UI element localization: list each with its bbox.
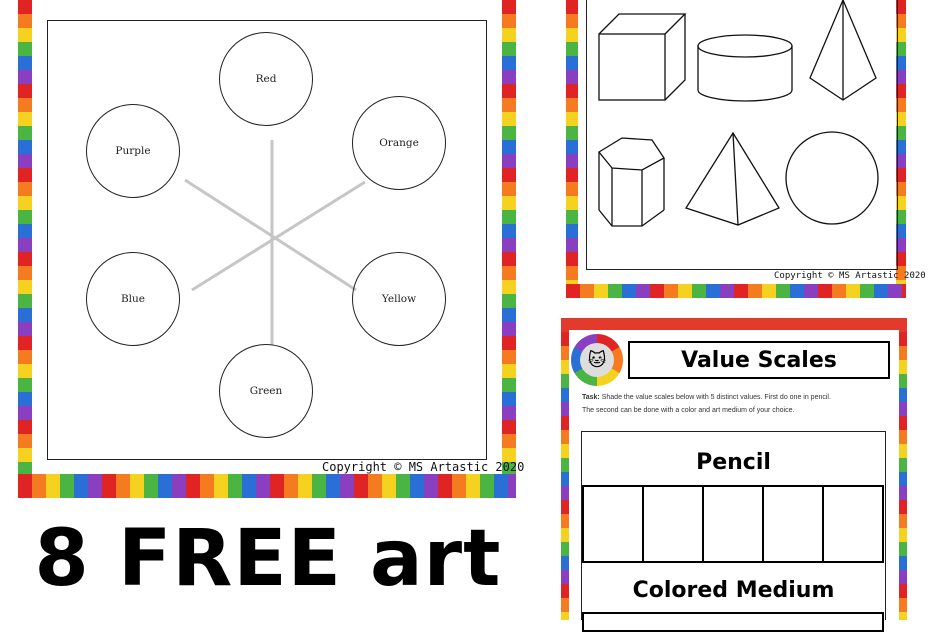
value-cell-2[interactable] <box>644 487 704 561</box>
shapes-frame <box>586 0 898 270</box>
color-circle-blue[interactable]: Blue <box>86 252 180 346</box>
color-label-blue: Blue <box>120 293 146 305</box>
ms-artastic-logo: 🐱 <box>571 334 623 386</box>
color-label-red: Red <box>255 73 277 85</box>
color-wheel-frame <box>47 20 487 460</box>
value-scales-title: Value Scales <box>628 341 890 379</box>
color-label-green: Green <box>249 385 283 397</box>
section-colored-medium: Colored Medium <box>632 578 835 603</box>
bottom-border <box>18 474 516 498</box>
value-scales-frame <box>581 431 886 620</box>
color-label-orange: Orange <box>379 137 419 149</box>
color-circle-red[interactable]: Red <box>219 32 313 126</box>
task-instructions: Task: Shade the value scales below with … <box>582 394 831 414</box>
color-wheel-copyright: Copyright © MS Artastic 2020 <box>322 460 525 474</box>
value-cell-3[interactable] <box>704 487 764 561</box>
shapes-bottom-border <box>566 284 906 298</box>
logo-cat-icon: 🐱 <box>580 343 614 377</box>
section-pencil: Pencil <box>696 450 771 475</box>
value-cell-5[interactable] <box>824 487 882 561</box>
pencil-value-scale[interactable] <box>582 485 884 563</box>
color-circle-orange[interactable]: Orange <box>352 96 446 190</box>
colored-value-scale[interactable] <box>582 612 884 632</box>
value-cell-1[interactable] <box>584 487 644 561</box>
value-cell-4[interactable] <box>764 487 824 561</box>
color-circle-yellow[interactable]: Yellow <box>352 252 446 346</box>
color-label-yellow: Yellow <box>381 293 417 305</box>
shapes-copyright: Copyright © MS Artastic 2020 <box>774 271 926 281</box>
color-circle-green[interactable]: Green <box>219 344 313 438</box>
color-label-purple: Purple <box>115 145 151 157</box>
color-circle-purple[interactable]: Purple <box>86 104 180 198</box>
headline: 8 FREE art <box>34 514 502 604</box>
